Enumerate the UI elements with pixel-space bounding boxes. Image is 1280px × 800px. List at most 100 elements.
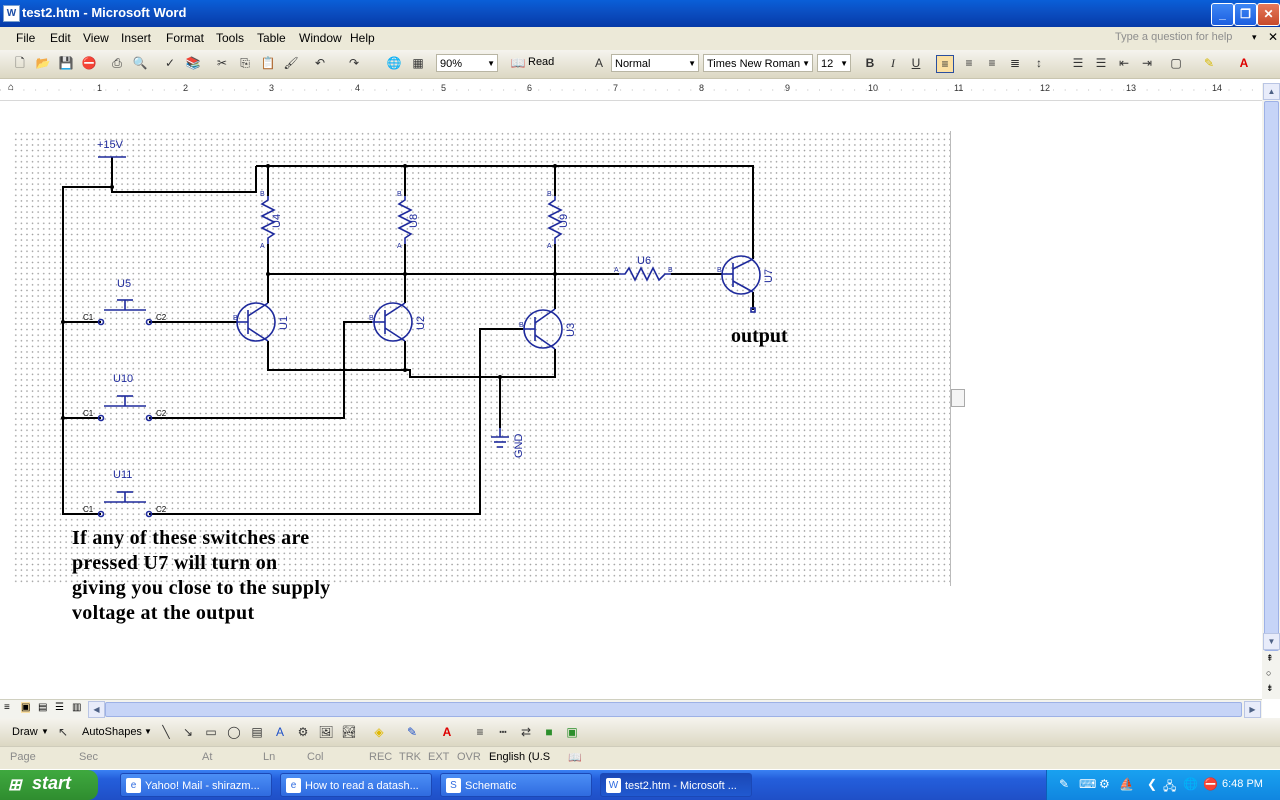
oval-icon[interactable]: ◯ (227, 725, 241, 739)
dash-style-icon[interactable]: ┅ (499, 725, 507, 739)
cut-icon[interactable]: ✂ (216, 56, 228, 70)
arrow-style-icon[interactable]: ⇄ (520, 725, 532, 739)
line-icon[interactable]: ╲ (162, 725, 170, 739)
start-button[interactable]: ⊞ start (0, 770, 98, 800)
print-icon[interactable]: ⎙ (112, 56, 122, 70)
3d-style-icon[interactable]: ▣ (566, 725, 578, 739)
web-layout-icon[interactable]: ▣ (21, 702, 31, 713)
autoshapes-menu[interactable]: AutoShapes (82, 726, 142, 738)
status-ext[interactable]: EXT (428, 751, 450, 763)
print-preview-icon[interactable]: 🔍 (132, 56, 148, 70)
font-select[interactable]: Times New Roman▼ (703, 54, 813, 72)
status-language[interactable]: English (U.S (489, 751, 551, 763)
menu-help[interactable]: Help (350, 31, 375, 45)
line-style-icon[interactable]: ≡ (476, 725, 484, 739)
zoom-select[interactable]: 90%▼ (436, 54, 498, 72)
permission-icon[interactable]: ⛔ (81, 56, 97, 70)
spelling-status-icon[interactable]: 📖 (568, 752, 582, 764)
font-color-icon[interactable]: A (442, 725, 452, 739)
numbering-icon[interactable]: ☰ (1072, 56, 1084, 70)
underline-button[interactable]: U (911, 56, 921, 70)
line-spacing-icon[interactable]: ↕ (1036, 56, 1042, 70)
increase-indent-icon[interactable]: ⇥ (1141, 56, 1153, 70)
redo-icon[interactable]: ↷ (348, 56, 360, 70)
tray-expand-icon[interactable]: ❮ (1147, 777, 1158, 791)
rectangle-icon[interactable]: ▭ (205, 725, 217, 739)
draw-menu[interactable]: Draw (12, 726, 38, 738)
next-page-icon[interactable]: ⇟ (1266, 683, 1274, 693)
line-color-icon[interactable]: ✎ (406, 725, 418, 739)
status-ovr[interactable]: OVR (457, 751, 481, 763)
styles-icon[interactable]: A (594, 56, 603, 70)
canvas-scroll-handle[interactable] (951, 389, 965, 407)
task-schematic[interactable]: S Schematic (440, 773, 592, 797)
table-icon[interactable]: ▦ (412, 56, 424, 70)
bold-button[interactable]: B (865, 56, 875, 70)
menu-insert[interactable]: Insert (121, 31, 152, 45)
clock[interactable]: 6:48 PM (1222, 778, 1263, 790)
horizontal-scrollbar[interactable]: ≡ ▣ ▤ ☰ ▥ ◀ ▶ (0, 699, 1262, 718)
indent-marker-icon[interactable]: ⌂ (8, 82, 15, 93)
font-color-icon[interactable]: A (1239, 56, 1249, 70)
schematic-canvas[interactable] (13, 131, 966, 586)
wordart-icon[interactable]: A (275, 725, 284, 739)
scroll-down-icon[interactable]: ▼ (1263, 633, 1280, 650)
style-select[interactable]: Normal▼ (611, 54, 699, 72)
menu-edit[interactable]: Edit (50, 31, 71, 45)
horizontal-ruler[interactable]: ⌂ 1 2 3 4 5 6 7 8 9 10 11 12 13 14 (0, 80, 1262, 101)
font-size-select[interactable]: 12▼ (817, 54, 851, 72)
diagram-icon[interactable]: ⚙ (297, 725, 309, 739)
hyperlink-icon[interactable]: 🌐 (386, 56, 402, 70)
menu-view[interactable]: View (83, 31, 109, 45)
keyboard-icon[interactable]: ⌨ (1079, 777, 1097, 791)
task-datasheet[interactable]: e How to read a datash... (280, 773, 432, 797)
decrease-indent-icon[interactable]: ⇤ (1118, 56, 1130, 70)
previous-page-icon[interactable]: ⇞ (1266, 653, 1274, 663)
fill-color-icon[interactable]: ◈ (374, 725, 384, 739)
bullets-icon[interactable]: ☰ (1095, 56, 1107, 70)
shadow-style-icon[interactable]: ■ (545, 725, 553, 739)
menu-file[interactable]: File (16, 31, 36, 45)
menu-window[interactable]: Window (299, 31, 342, 45)
vertical-scroll-thumb[interactable] (1264, 101, 1279, 651)
task-word-document[interactable]: W test2.htm - Microsoft ... (600, 773, 752, 797)
menu-tools[interactable]: Tools (216, 31, 245, 45)
textbox-icon[interactable]: ▤ (251, 725, 263, 739)
align-right-icon[interactable]: ≡ (988, 56, 996, 70)
scroll-right-icon[interactable]: ▶ (1244, 701, 1261, 718)
scroll-left-icon[interactable]: ◀ (88, 701, 105, 718)
vertical-scrollbar[interactable]: ▲ ▼ ⇞ ○ ⇟ (1262, 83, 1280, 699)
menu-table[interactable]: Table (257, 31, 286, 45)
tools-icon[interactable]: ⚙ (1099, 777, 1110, 791)
menu-format[interactable]: Format (166, 31, 205, 45)
maximize-button[interactable]: ❐ (1234, 3, 1257, 26)
borders-icon[interactable]: ▢ (1170, 56, 1182, 70)
italic-button[interactable]: I (891, 56, 895, 70)
picture-icon[interactable]: 🏞 (341, 725, 357, 739)
paste-icon[interactable]: 📋 (260, 56, 276, 70)
normal-view-icon[interactable]: ≡ (4, 702, 10, 713)
outline-view-icon[interactable]: ☰ (55, 702, 64, 713)
align-center-icon[interactable]: ≡ (965, 56, 973, 70)
horizontal-scroll-thumb[interactable] (105, 702, 1242, 717)
scroll-up-icon[interactable]: ▲ (1263, 83, 1280, 100)
status-rec[interactable]: REC (369, 751, 393, 763)
task-yahoo-mail[interactable]: e Yahoo! Mail - shirazm... (120, 773, 272, 797)
network-icon[interactable]: 🖧 (1163, 779, 1177, 793)
ship-icon[interactable]: ⛵ (1119, 777, 1134, 791)
open-folder-icon[interactable]: 📂 (35, 56, 51, 70)
status-trk[interactable]: TRK (399, 751, 421, 763)
clipart-icon[interactable]: 🖼 (318, 725, 334, 739)
justify-icon[interactable]: ≣ (1009, 56, 1021, 70)
pen-icon[interactable]: ✎ (1059, 777, 1070, 791)
spelling-icon[interactable]: ✓ (164, 56, 176, 70)
help-question-box[interactable]: Type a question for help (1115, 31, 1233, 43)
word-app-icon[interactable]: W (3, 5, 20, 22)
format-painter-icon[interactable]: 🖌 (283, 56, 299, 70)
undo-icon[interactable]: ↶ (314, 56, 326, 70)
globe-icon[interactable]: 🌐 (1183, 777, 1198, 791)
research-icon[interactable]: 📚 (185, 56, 201, 70)
print-layout-icon[interactable]: ▤ (38, 702, 48, 713)
reading-layout-icon[interactable]: ▥ (72, 702, 82, 713)
security-alert-icon[interactable]: ⛔ (1203, 777, 1218, 791)
